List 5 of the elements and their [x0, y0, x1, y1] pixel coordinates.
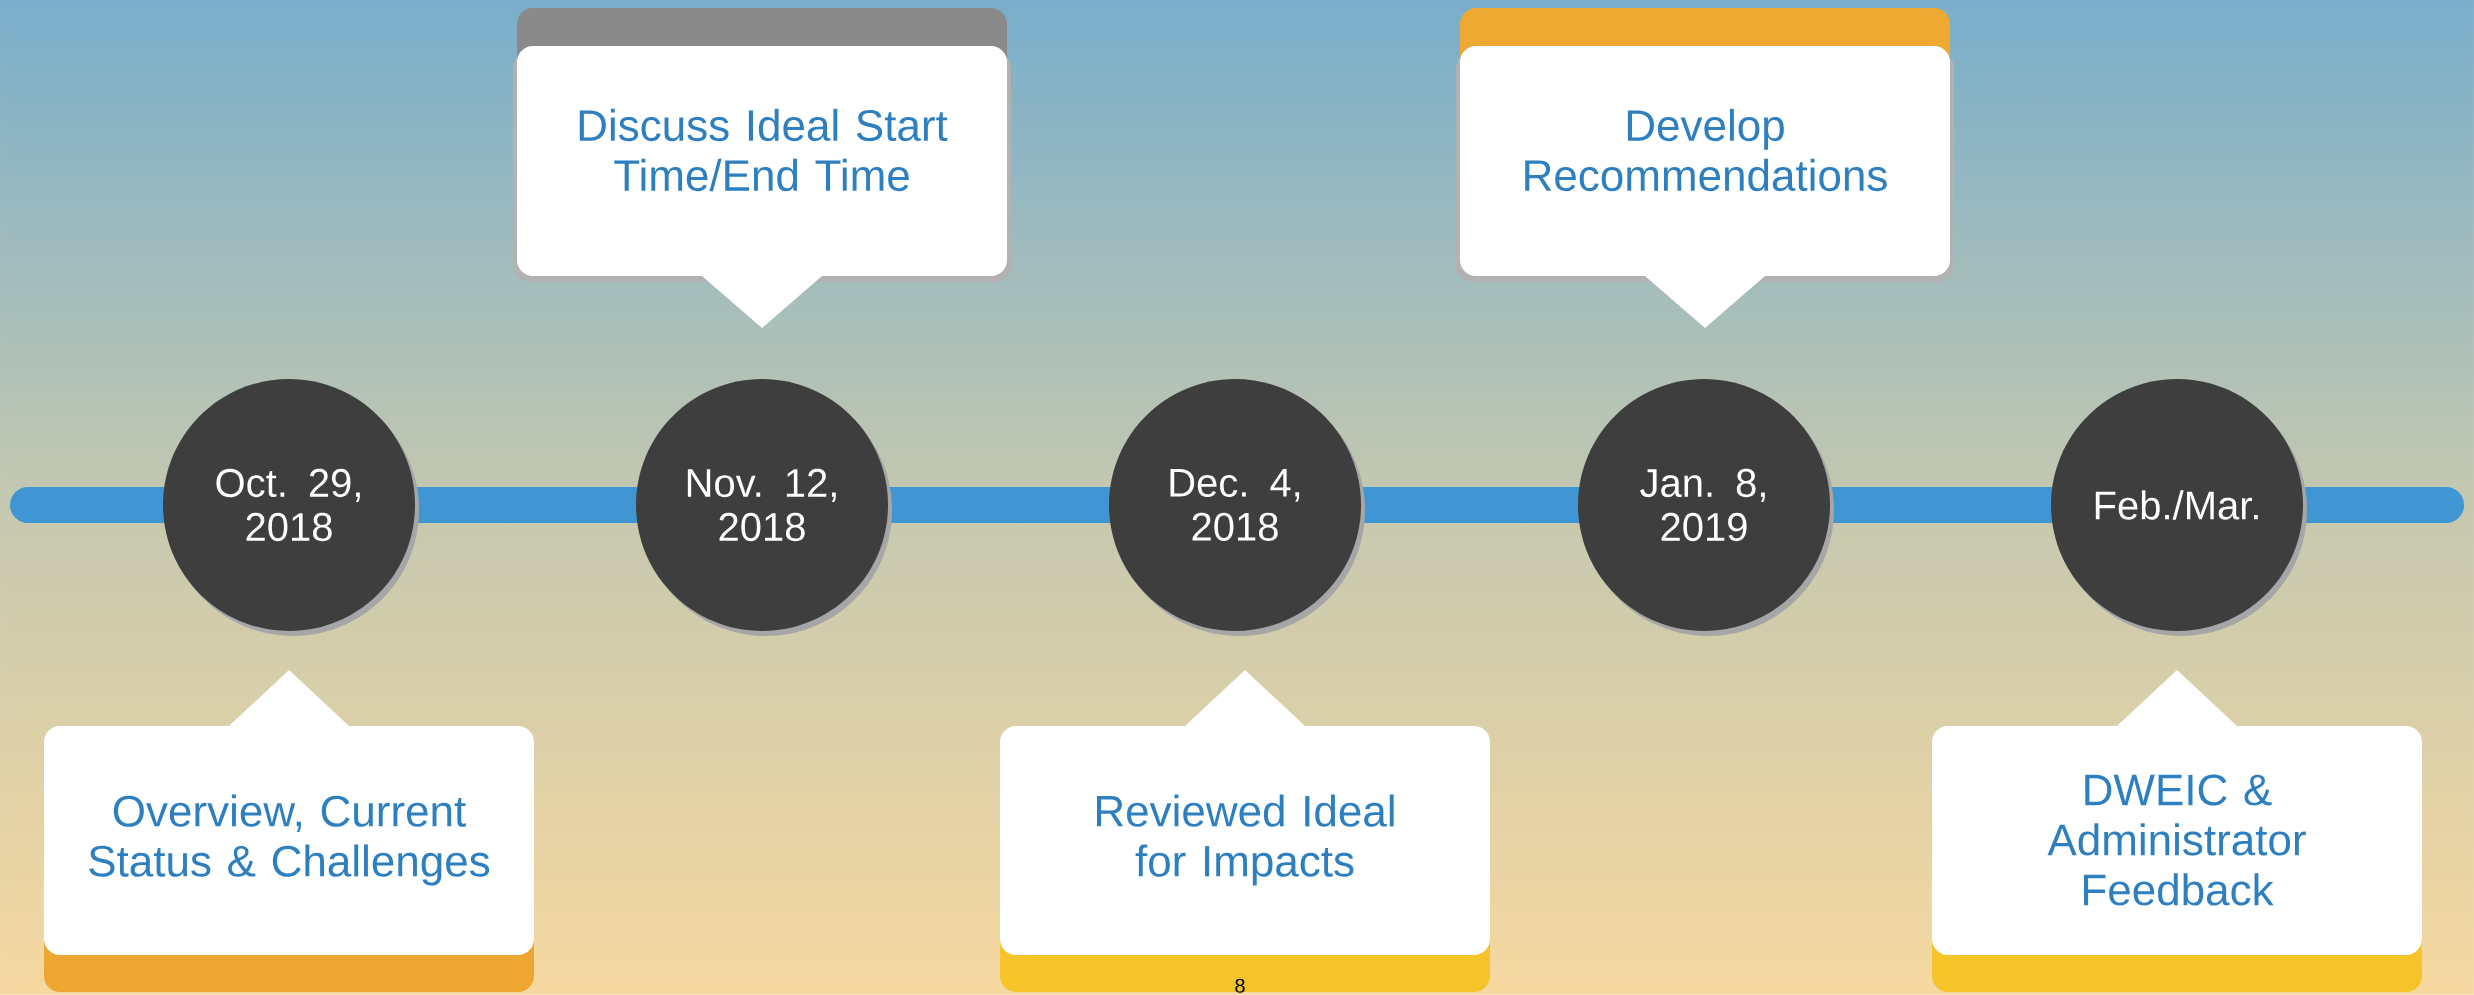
callout-box: Overview, Current Status & Challenges	[44, 670, 534, 992]
callout-box: DWEIC & Administrator Feedback	[1932, 670, 2422, 992]
callout-box: Discuss Ideal Start Time/End Time	[513, 8, 1011, 328]
callout-box: Develop Recommendations	[1456, 8, 1954, 328]
page-number: 8	[1235, 978, 1245, 993]
